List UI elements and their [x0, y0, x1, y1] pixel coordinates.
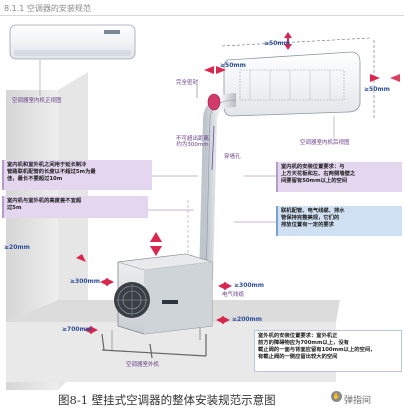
dim-right: ≥50mm — [364, 86, 390, 93]
figure-caption: 图8-1 壁挂式空调器的整体安装规范示意图 — [58, 393, 276, 407]
dim-outdoor-right: ≥300mm — [234, 282, 265, 289]
dim-wall-gap: ≥20mm — [4, 244, 30, 251]
note-leaders — [148, 175, 276, 223]
indoor-rear-label: 空调器室内机后视图 — [300, 140, 350, 146]
outdoor-unit — [114, 253, 213, 335]
watermark-logo-icon: ✋ — [331, 391, 342, 402]
section-header: 8.1.1 空调器的安装规范 — [4, 4, 91, 13]
drain-hole-label: 穿墙孔 — [224, 154, 241, 160]
mounting-bracket — [101, 333, 207, 359]
clearance-arrows — [76, 32, 400, 334]
note-outdoor-install: 室外机的安装位置要求：室外机正 前方的障碍物应为700mm以上，没有 截止阀的一… — [254, 330, 402, 372]
note-pipe-bundle: 联机配管、电气线缆、排水 管保持完整美观，它们的 排放位置有一定的要求 — [276, 206, 402, 236]
indoor-front-label: 空调器室内机正视图 — [12, 98, 62, 104]
note-height-difference: 室内机与室外机的高度差不宜超 过5m — [2, 196, 148, 218]
dim-top: ≥50mm — [264, 40, 290, 47]
indoor-unit-front-view — [9, 24, 136, 60]
note-pipe-length: 室内机和室外机之间用于延长制冷 管路联机配管的长度以不超过5m为最 佳，最长不要… — [2, 160, 152, 190]
dim-outdoor-bottom: ≥200mm — [232, 316, 263, 323]
indoor-unit-rear-view — [223, 51, 361, 117]
max-distance-label: 不可超出距离 约为300mm — [176, 136, 210, 149]
dim-outdoor-left: ≥300mm — [70, 278, 101, 285]
electric-wire-label: 电气线缆 — [222, 292, 245, 298]
seal-label: 完全密封 — [176, 80, 199, 86]
dim-left: ≥50mm — [220, 62, 246, 69]
dim-outdoor-front: ≥700mm — [62, 326, 93, 333]
outdoor-unit-label: 空调器室外机 — [126, 362, 160, 368]
header-divider — [0, 15, 404, 16]
connecting-pipes — [187, 93, 237, 340]
note-indoor-install: 室内机的安装位置要求：与 上方天花板和左、右两侧墙壁之 间要留有50mm以上的空… — [276, 162, 402, 192]
watermark-text: 弹指间 — [344, 396, 372, 406]
